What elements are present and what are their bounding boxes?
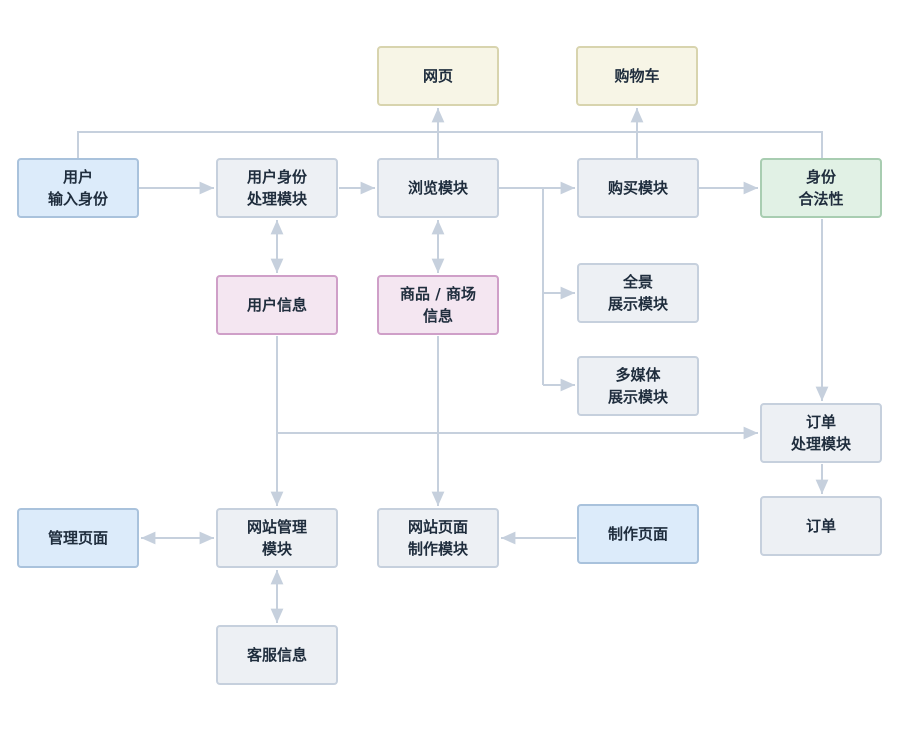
node-page-maker: 网站页面 制作模块 (377, 508, 499, 568)
node-cart: 购物车 (576, 46, 698, 106)
node-identity-processing: 用户身份 处理模块 (216, 158, 338, 218)
node-panorama: 全景 展示模块 (577, 263, 699, 323)
node-user-info: 用户信息 (216, 275, 338, 335)
node-browse: 浏览模块 (377, 158, 499, 218)
node-cs-info: 客服信息 (216, 625, 338, 685)
node-goods-info: 商品 / 商场 信息 (377, 275, 499, 335)
node-purchase: 购买模块 (577, 158, 699, 218)
node-admin-page: 管理页面 (17, 508, 139, 568)
node-order: 订单 (760, 496, 882, 556)
node-webpage: 网页 (377, 46, 499, 106)
node-order-processing: 订单 处理模块 (760, 403, 882, 463)
node-multimedia: 多媒体 展示模块 (577, 356, 699, 416)
node-identity-valid: 身份 合法性 (760, 158, 882, 218)
edge-top-feedback-bus (77, 131, 823, 158)
node-site-mgmt: 网站管理 模块 (216, 508, 338, 568)
node-user-input: 用户 输入身份 (17, 158, 139, 218)
node-make-page: 制作页面 (577, 504, 699, 564)
